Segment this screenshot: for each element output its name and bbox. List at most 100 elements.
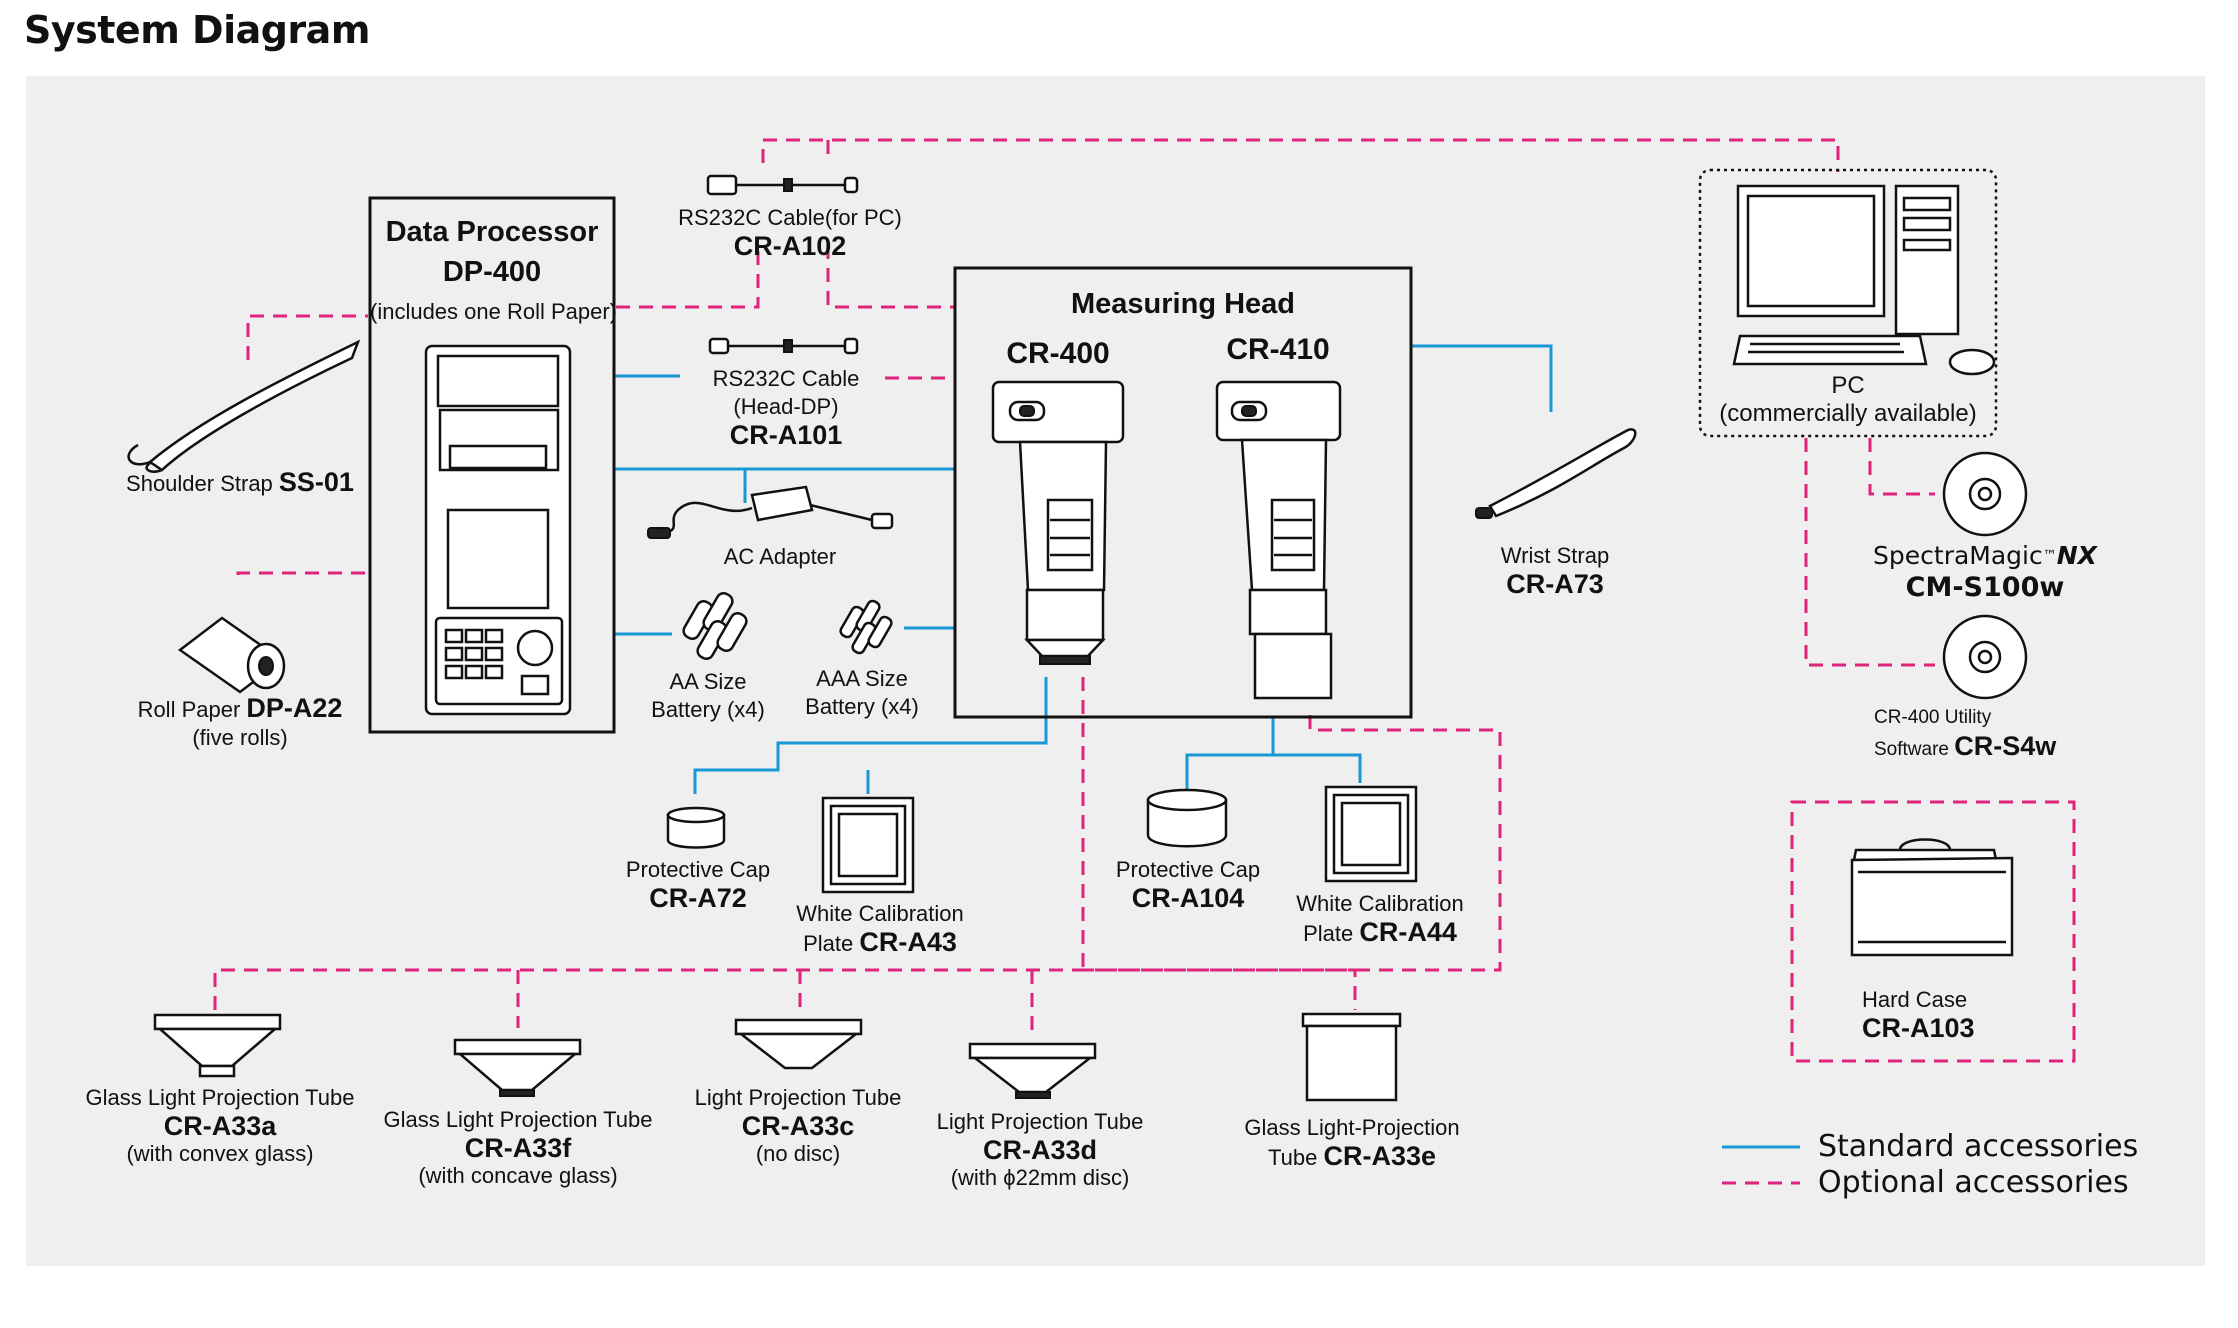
cr-400-label: CR-400: [1006, 337, 1110, 370]
roll-paper-name: Roll Paper: [137, 697, 247, 722]
cap-a104-code: CR-A104: [1131, 883, 1245, 913]
spectramagic-nx: NX: [2056, 541, 2097, 570]
wrist-strap-name: Wrist Strap: [1500, 543, 1610, 568]
cap-a72-name: Protective Cap: [625, 857, 771, 882]
shoulder-strap-label: Shoulder Strap SS-01: [120, 468, 360, 498]
plate-a43-code: CR-A43: [859, 927, 957, 957]
page-title: System Diagram: [24, 8, 370, 52]
ac-adapter-icon: [647, 485, 894, 539]
tube-a33a-name: Glass Light Projection Tube: [85, 1085, 355, 1110]
dp-model: DP-400: [442, 256, 542, 288]
tube-a33c-name: Light Projection Tube: [694, 1085, 902, 1110]
tube-a33e-icon: [1301, 1012, 1402, 1102]
cd-cm-s100w-icon: [1942, 451, 2028, 537]
cap-a72-code: CR-A72: [649, 883, 747, 913]
utility-code: CR-S4w: [1954, 731, 2057, 761]
aaa-name: AAA Size: [816, 666, 908, 691]
white-plate-a44-icon: [1324, 785, 1418, 883]
measuring-head-label: Measuring Head: [955, 288, 1411, 320]
roll-paper-icon: [177, 616, 286, 694]
aa-battery-label: AA Size Battery (x4): [648, 668, 768, 724]
rs232c-pc-label: RS232C Cable(for PC) CR-A102: [670, 204, 910, 260]
optional-connections: [213, 138, 2076, 1063]
wrist-strap-label: Wrist Strap CR-A73: [1480, 542, 1630, 598]
dp-title: Data Processor: [385, 216, 599, 248]
rs232c-pc-code: CR-A102: [733, 231, 847, 261]
tube-a33d-label: Light Projection Tube CR-A33d (with ϕ22m…: [920, 1108, 1160, 1192]
mh-title: Measuring Head: [1071, 288, 1295, 320]
rs232c-dp-name: RS232C Cable: [712, 366, 860, 391]
tube-a33a-icon: [153, 1013, 282, 1078]
pc-label: PC (commercially available): [1700, 372, 1996, 428]
rs232c-dp-cable-icon: [708, 337, 859, 355]
data-processor-box: [368, 196, 616, 734]
tube-a33f-code: CR-A33f: [464, 1133, 572, 1163]
rs232c-dp-name2: (Head-DP): [733, 394, 839, 419]
wrist-strap-code: CR-A73: [1506, 569, 1604, 599]
ac-adapter-label: AC Adapter: [723, 544, 837, 569]
pc-icon: [1732, 184, 1996, 376]
tube-a33f-name: Glass Light Projection Tube: [383, 1107, 653, 1132]
trademark: ™: [2042, 548, 2057, 564]
rs232c-pc-name: RS232C Cable(for PC): [678, 205, 902, 230]
pc-name: PC: [1831, 372, 1865, 399]
cr-400-device-icon: [991, 380, 1125, 665]
plate-a44-label: White Calibration Plate CR-A44: [1290, 890, 1470, 948]
rs232c-dp-code: CR-A101: [729, 420, 843, 450]
aaa-name2: Battery (x4): [805, 694, 919, 719]
plate-a43-label: White Calibration Plate CR-A43: [790, 900, 970, 958]
pc-note: (commercially available): [1719, 400, 1977, 427]
plate-a44-code: CR-A44: [1359, 917, 1457, 947]
spectramagic-label: SpectraMagic™NX CM-S100w: [1850, 540, 2120, 604]
tube-a33e-label: Glass Light-Projection Tube CR-A33e: [1240, 1114, 1464, 1172]
tube-a33d-icon: [968, 1042, 1097, 1099]
tube-a33a-label: Glass Light Projection Tube CR-A33a (wit…: [80, 1084, 360, 1168]
tube-a33c-note: (no disc): [755, 1141, 841, 1166]
plate-a43-name: White Calibration: [796, 901, 964, 926]
tube-a33a-code: CR-A33a: [163, 1111, 277, 1141]
cap-a72-label: Protective Cap CR-A72: [618, 856, 778, 912]
tube-a33f-note: (with concave glass): [418, 1163, 618, 1188]
utility-name: CR-400 Utility: [1874, 707, 1992, 728]
tube-a33a-note: (with convex glass): [126, 1141, 314, 1166]
white-plate-a43-icon: [821, 796, 915, 894]
aa-name: AA Size: [669, 669, 747, 694]
hard-case-icon: [1850, 838, 2014, 957]
shoulder-strap-code: SS-01: [278, 467, 354, 497]
tube-a33e-code: CR-A33e: [1323, 1141, 1436, 1171]
rs232c-dp-label: RS232C Cable (Head-DP) CR-A101: [686, 365, 886, 449]
utility-label: CR-400 Utility Software CR-S4w: [1874, 704, 2114, 764]
rs232c-pc-cable-icon: [706, 174, 859, 196]
tube-a33e-name2: Tube: [1268, 1145, 1324, 1170]
legend-standard-label: Standard accessories: [1818, 1129, 2139, 1164]
plate-a43-name2: Plate: [803, 931, 860, 956]
measuring-head-box: [953, 266, 1413, 719]
cr-410-label: CR-410: [1226, 333, 1330, 366]
roll-paper-label: Roll Paper DP-A22 (five rolls): [120, 694, 360, 752]
tube-a33d-name: Light Projection Tube: [936, 1109, 1144, 1134]
cr-410-device-icon: [1215, 380, 1342, 700]
pc-group-box: [1698, 168, 1998, 438]
roll-paper-note: (five rolls): [192, 725, 288, 750]
spectramagic-name: SpectraMagic: [1873, 541, 2043, 570]
tube-a33e-name: Glass Light-Projection: [1244, 1115, 1460, 1140]
data-processor-label: Data Processor DP-400 (includes one Roll…: [370, 212, 618, 332]
shoulder-strap-icon: [127, 339, 361, 473]
utility-name2: Software: [1874, 739, 1955, 760]
cap-a104-label: Protective Cap CR-A104: [1108, 856, 1268, 912]
plate-a44-name2: Plate: [1303, 921, 1360, 946]
dp-note: (includes one Roll Paper): [370, 299, 618, 324]
legend-optional-label: Optional accessories: [1818, 1165, 2129, 1200]
roll-paper-code: DP-A22: [246, 693, 343, 723]
tube-a33f-label: Glass Light Projection Tube CR-A33f (wit…: [378, 1106, 658, 1190]
tube-a33c-icon: [734, 1018, 863, 1070]
hard-case-name: Hard Case: [1862, 987, 1968, 1012]
protective-cap-a72-icon: [666, 806, 726, 849]
standard-connections: [614, 344, 1553, 794]
cap-a104-name: Protective Cap: [1115, 857, 1261, 882]
protective-cap-a104-icon: [1146, 788, 1228, 848]
aaa-battery-label: AAA Size Battery (x4): [800, 665, 924, 721]
aa-battery-icon: [682, 591, 748, 661]
wrist-strap-icon: [1475, 428, 1637, 519]
